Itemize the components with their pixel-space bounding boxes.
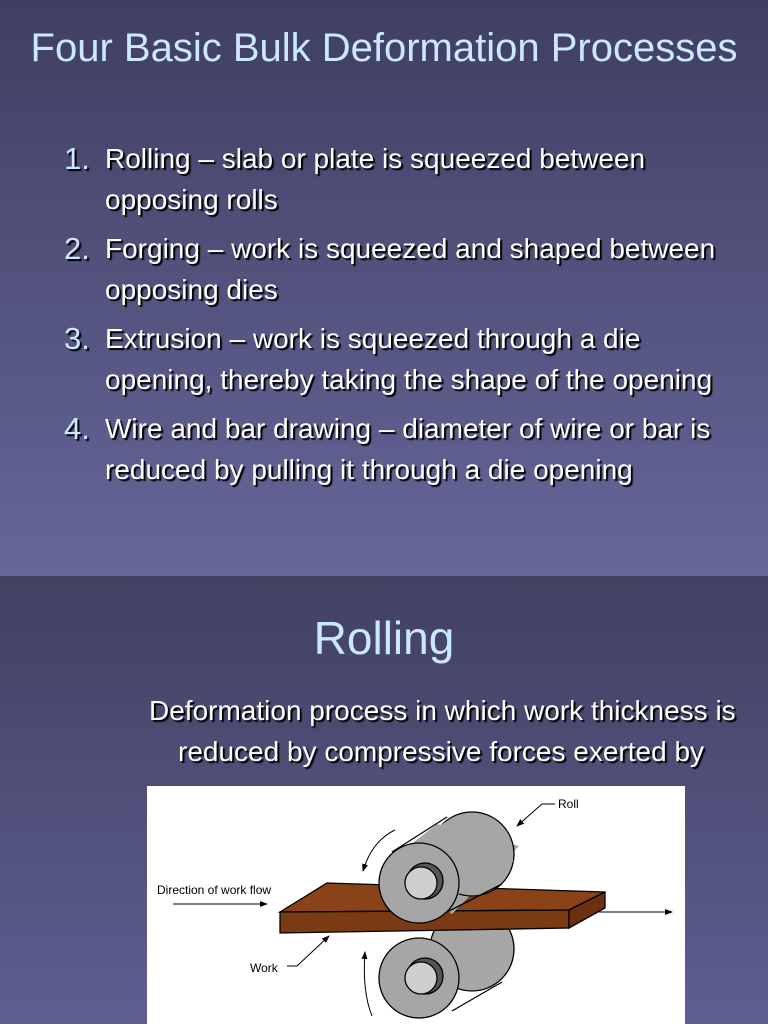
item-text: Wire and bar drawing – diameter of wire … <box>105 413 711 485</box>
item-number: 4. <box>64 411 90 446</box>
slide-2: Rolling Deformation process in which wor… <box>0 576 768 1024</box>
slide-title: Four Basic Bulk Deformation Processes <box>30 26 738 70</box>
list-item: 3. Extrusion – work is squeezed through a… <box>64 318 754 400</box>
slide-title: Rolling <box>313 612 455 664</box>
rolling-diagram: Roll Direction of work flow Work <box>147 786 685 1024</box>
item-text: Rolling – slab or plate is squeezed betw… <box>105 143 646 215</box>
item-text: Extrusion – work is squeezed through a d… <box>105 323 713 395</box>
rotation-arrows <box>173 803 673 1017</box>
item-number: 2. <box>64 231 90 266</box>
list-item: 4. Wire and bar drawing – diameter of wir… <box>64 408 754 490</box>
list-item: 1. Rolling – slab or plate is squeezed be… <box>64 138 754 220</box>
slide-1: Four Basic Bulk Deformation Processes 1.… <box>0 0 768 576</box>
rolling-diagram-svg: Roll Direction of work flow Work <box>157 797 673 1019</box>
roll-label: Roll <box>558 797 579 811</box>
top-roll <box>378 811 519 924</box>
direction-label: Direction of work flow <box>157 883 271 897</box>
item-number: 1. <box>64 141 90 176</box>
item-number: 3. <box>64 321 90 356</box>
slide-body: Deformation process in which work thickn… <box>149 695 736 767</box>
process-list: 1. Rolling – slab or plate is squeezed be… <box>64 138 754 498</box>
work-label: Work <box>250 961 279 975</box>
list-item: 2. Forging – work is squeezed and shaped … <box>64 228 754 310</box>
item-text: Forging – work is squeezed and shaped be… <box>105 233 716 305</box>
